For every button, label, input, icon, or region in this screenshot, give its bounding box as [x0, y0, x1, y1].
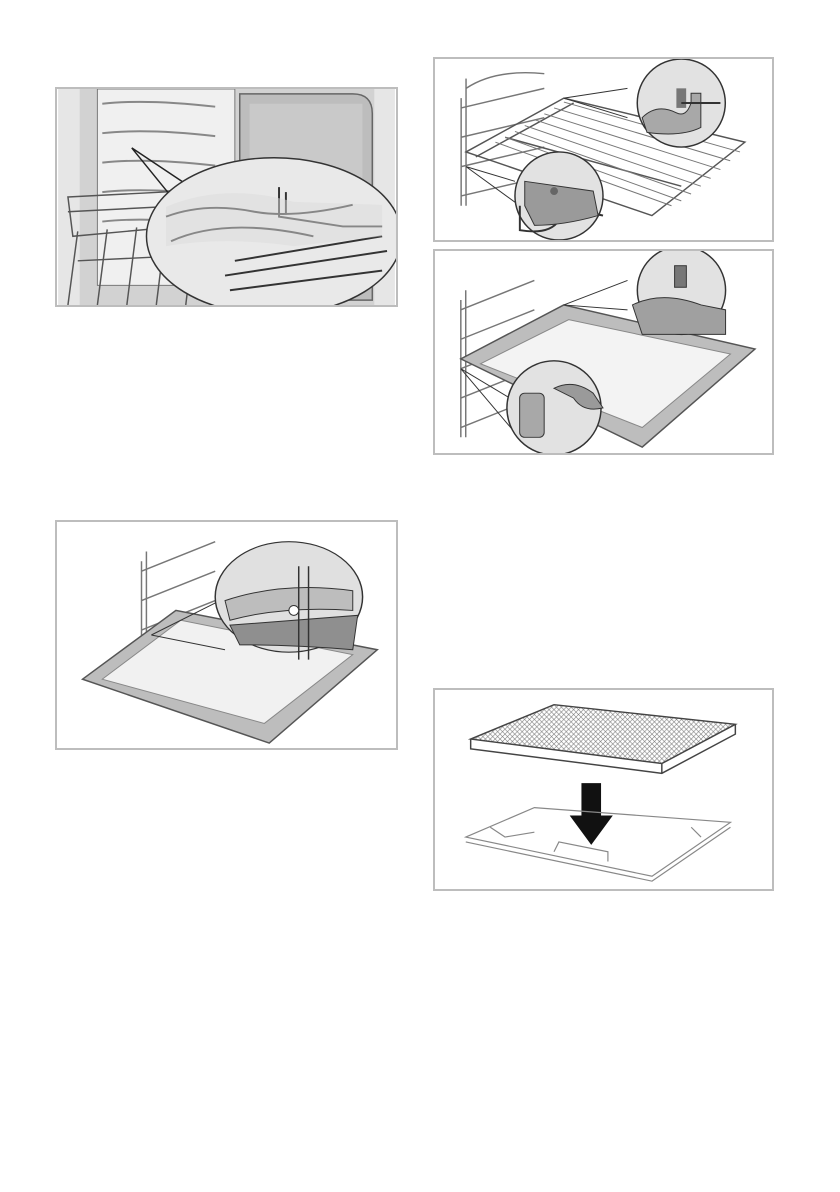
wire-rack-illustration: [433, 57, 774, 242]
tray-rail-icon: [57, 522, 396, 748]
oven-rack-closeup-icon: [57, 89, 396, 305]
wire-rack-icon: [435, 59, 772, 240]
mesh-basket-icon: [435, 690, 772, 889]
mesh-basket-illustration: [433, 688, 774, 891]
oven-interior-illustration: [55, 87, 398, 307]
arrow-down-icon: [570, 783, 613, 845]
tray-rails-illustration: [55, 520, 398, 750]
baking-tray-illustration: [433, 249, 774, 455]
baking-tray-icon: [435, 251, 772, 453]
